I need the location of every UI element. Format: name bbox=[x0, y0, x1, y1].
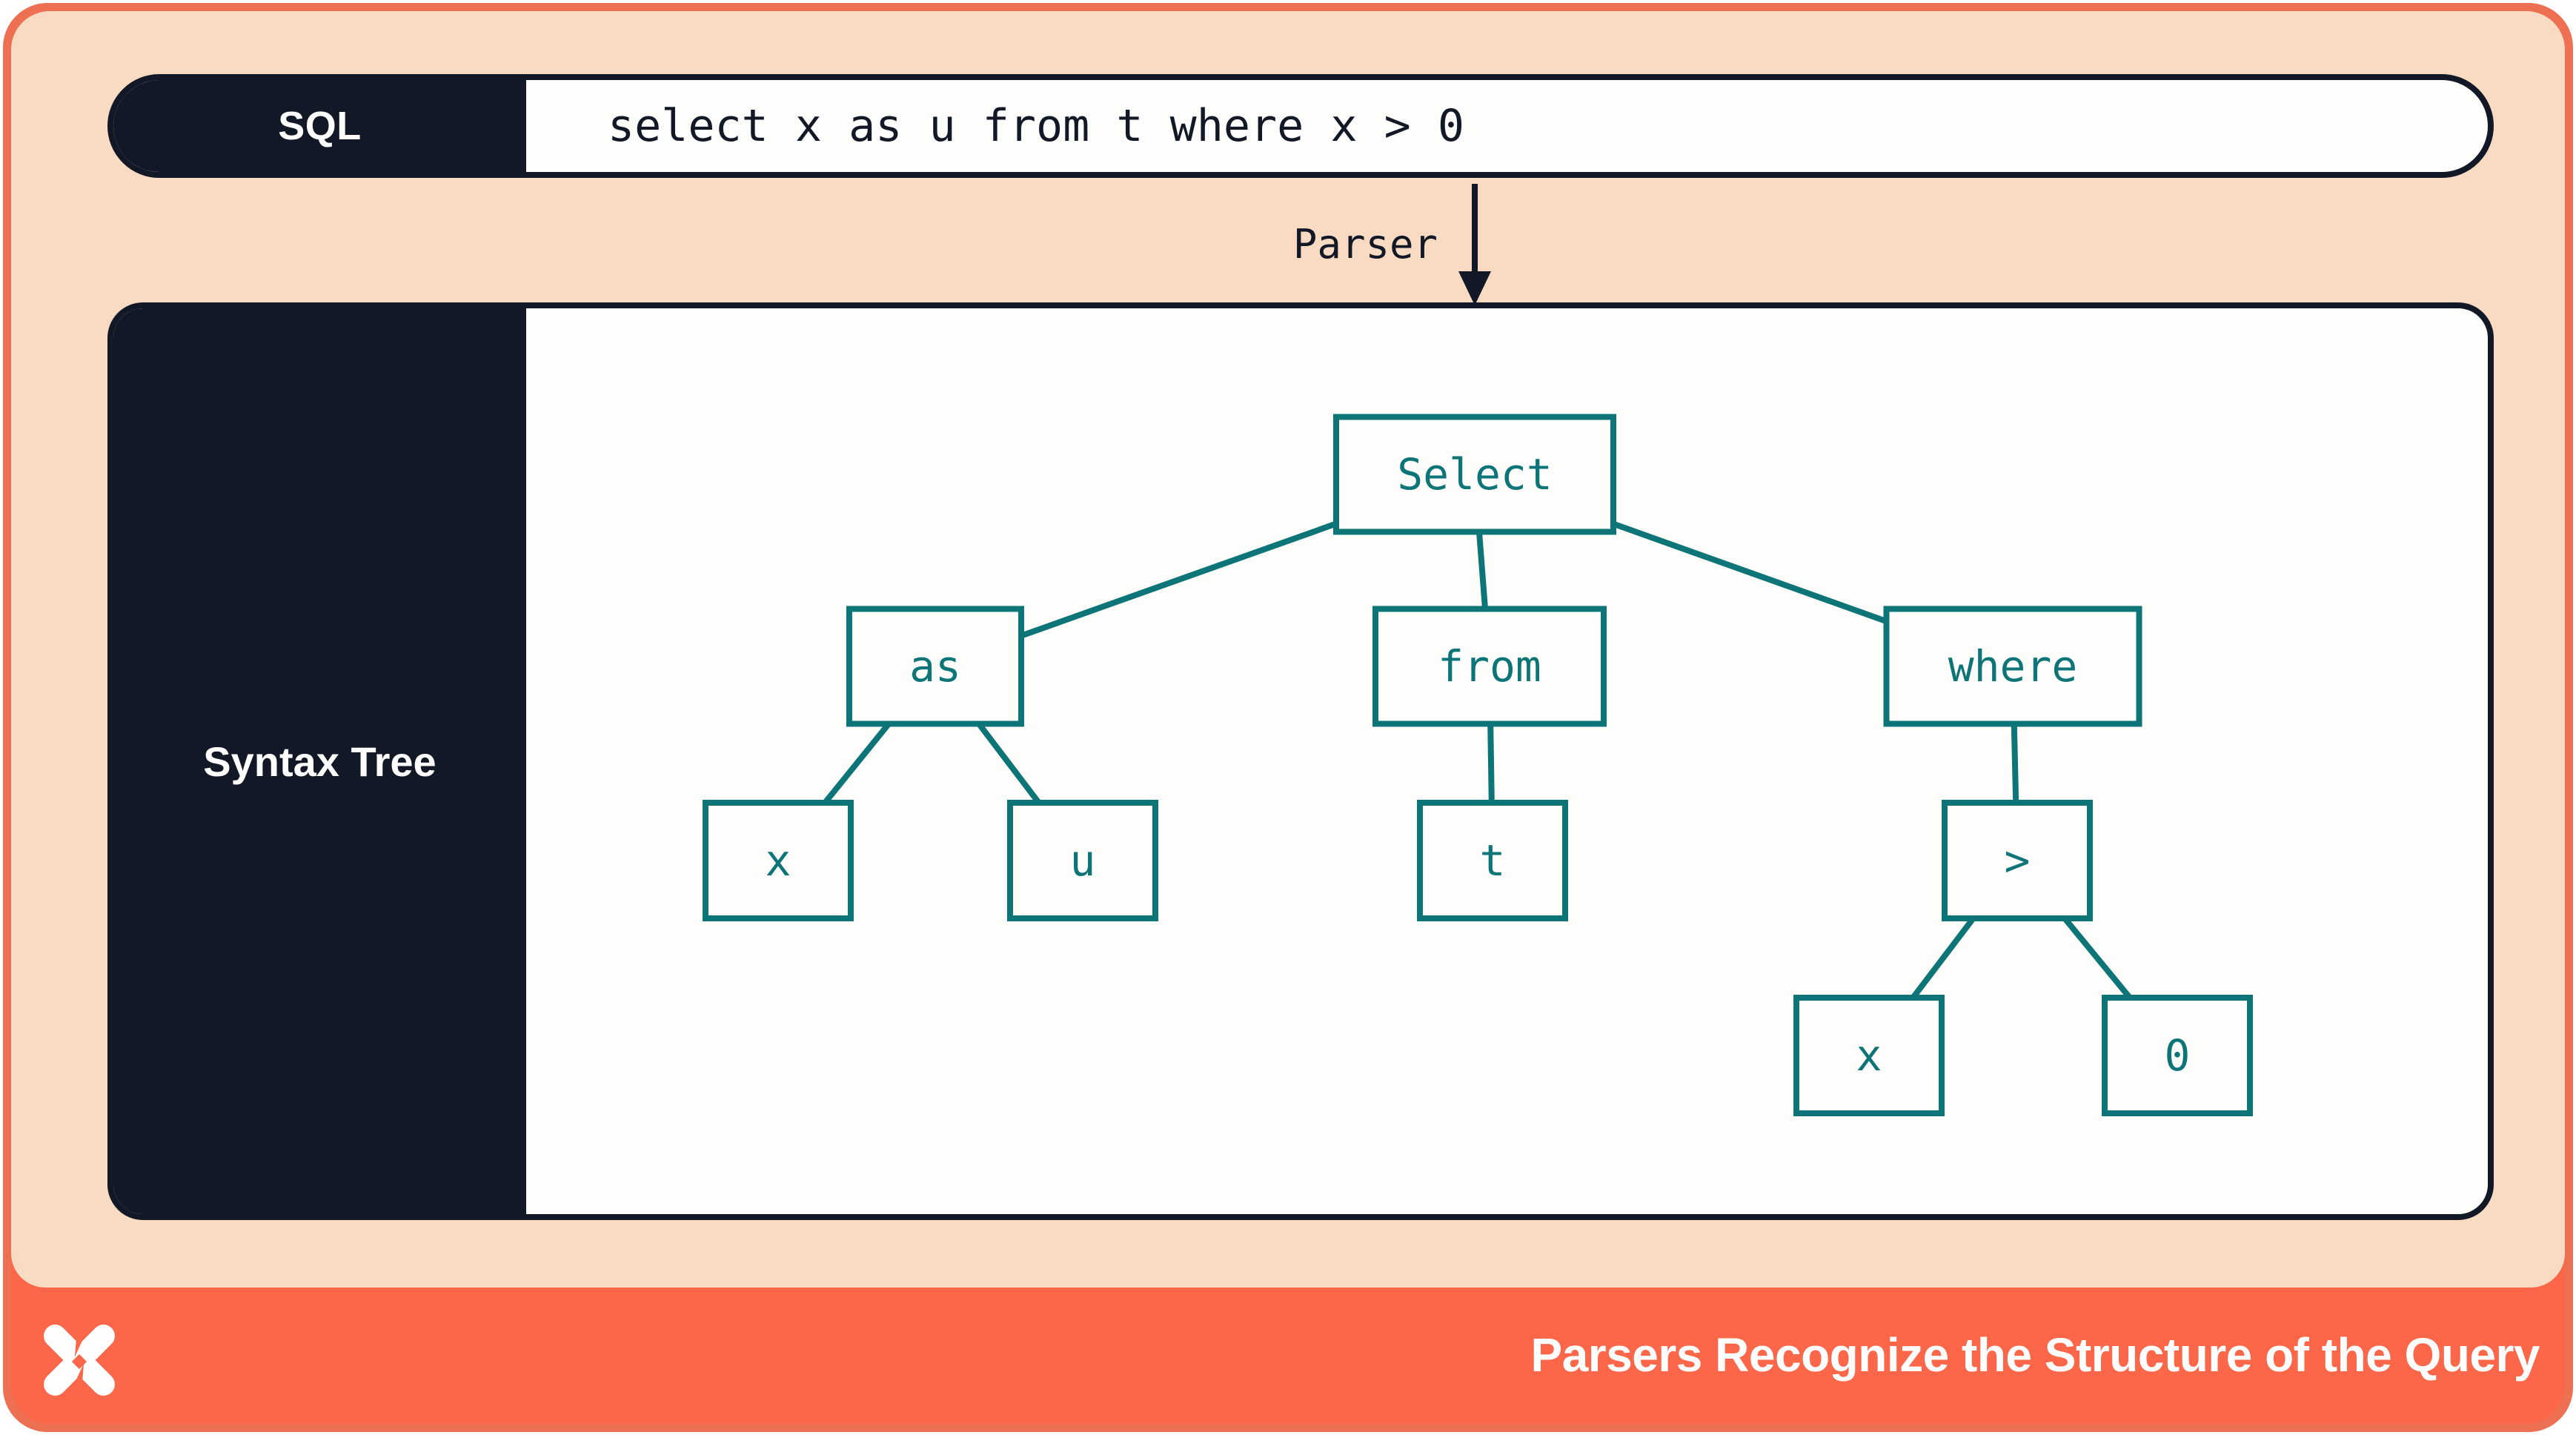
dolt-x-logo-icon bbox=[44, 1322, 115, 1398]
syntax-tree-panel: Syntax Tree bbox=[113, 308, 526, 1214]
sql-bar: SQL select x as u from t where x > 0 bbox=[107, 74, 2494, 178]
sql-bar-label: SQL bbox=[278, 104, 362, 148]
syntax-tree-box: Syntax Tree bbox=[107, 302, 2494, 1220]
syntax-tree-panel-label: Syntax Tree bbox=[203, 738, 436, 785]
sql-query-text: select x as u from t where x > 0 bbox=[608, 100, 1464, 152]
footer-title: Parsers Recognize the Structure of the Q… bbox=[1530, 1328, 2540, 1382]
parser-label: Parser bbox=[1292, 221, 1438, 268]
sql-bar-label-section: SQL bbox=[113, 80, 526, 172]
